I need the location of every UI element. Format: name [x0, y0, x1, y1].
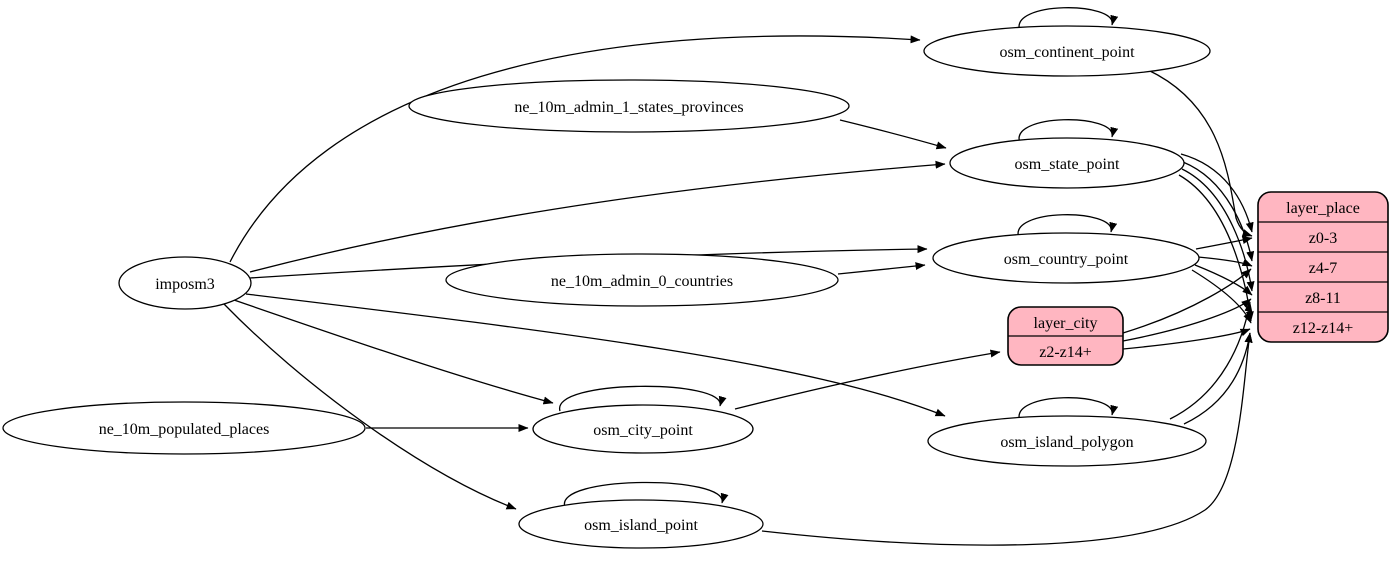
label-layer-place-z8-11: z8-11 [1305, 290, 1341, 307]
node-imposm3 [118, 256, 252, 310]
label-osm-city-point: osm_city_point [593, 422, 693, 439]
edge-layer-city-to-place-z12-z14 [1122, 328, 1251, 350]
edge-imposm3-to-osm-island-point [223, 303, 517, 510]
node-osm-city-point [532, 404, 754, 454]
node-osm-island-polygon [927, 415, 1207, 467]
edge-continent-to-place-z0-3 [1147, 69, 1253, 237]
node-osm-country-point [932, 232, 1200, 284]
self-loop-osm-continent-point [1018, 7, 1119, 32]
node-ne-10m-admin-1-states-provinces [408, 79, 850, 133]
label-layer-place-z4-7: z4-7 [1309, 260, 1337, 277]
label-osm-state-point: osm_state_point [1015, 156, 1120, 173]
label-layer-city-z2-z14: z2-z14+ [1039, 344, 1092, 361]
edge-imposm3-to-osm-continent-point [229, 35, 921, 263]
label-osm-island-point: osm_island_point [584, 517, 698, 534]
self-loop-osm-island-point [564, 481, 729, 508]
label-ne-10m-admin-0-countries: ne_10m_admin_0_countries [551, 273, 733, 290]
edge-island-polygon-to-place-z12-z14 [1183, 332, 1253, 425]
edge-island-point-to-place-z12-z14 [761, 332, 1253, 546]
record-layer-place: layer_place z0-3 z4-7 z8-11 z12-z14+ [1257, 191, 1389, 343]
label-osm-continent-point: osm_continent_point [999, 44, 1135, 61]
edge-ne-admin1-to-osm-state-point [839, 119, 947, 150]
edge-imposm3-to-osm-state-point [249, 160, 946, 273]
label-imposm3: imposm3 [155, 276, 215, 293]
record-layer-place-box [1257, 191, 1389, 343]
label-osm-country-point: osm_country_point [1004, 251, 1129, 268]
label-layer-place-z12-z14: z12-z14+ [1293, 320, 1354, 337]
label-layer-place-title: layer_place [1286, 200, 1360, 217]
edge-country-to-place-z4-7 [1197, 256, 1253, 267]
node-osm-state-point [949, 137, 1185, 189]
edge-imposm3-to-osm-city-point [233, 299, 554, 405]
node-osm-continent-point [923, 25, 1211, 77]
label-ne-10m-admin-1-states-provinces: ne_10m_admin_1_states_provinces [514, 99, 743, 116]
self-loop-osm-state-point [1018, 119, 1119, 144]
node-osm-island-point [518, 499, 764, 549]
label-layer-place-z0-3: z0-3 [1309, 230, 1337, 247]
label-ne-10m-populated-places: ne_10m_populated_places [99, 421, 270, 438]
edge-layer-city-to-place-z4-7 [1122, 268, 1252, 334]
edge-state-to-place-z4-7 [1182, 161, 1255, 262]
edge-imposm3-to-osm-island-polygon [245, 293, 946, 417]
edge-layer [223, 7, 1255, 546]
edge-ne-admin0-to-osm-country-point [837, 262, 926, 275]
self-loop-osm-island-polygon [1018, 397, 1119, 422]
edge-country-to-place-z12-z14 [1191, 269, 1252, 324]
edge-layer-city-to-place-z8-11 [1122, 298, 1252, 342]
edge-country-to-place-z0-3 [1195, 236, 1253, 250]
self-loop-osm-country-point [1017, 214, 1118, 239]
label-layer-city-title: layer_city [1034, 315, 1098, 332]
label-osm-island-polygon: osm_island_polygon [1000, 434, 1133, 451]
edge-city-to-layer-city [734, 349, 1001, 410]
edge-island-polygon-to-place-z8-11 [1169, 301, 1253, 420]
record-layer-city: layer_city z2-z14+ [1007, 306, 1124, 366]
self-loop-osm-city-point [559, 385, 727, 412]
node-ne-10m-admin-0-countries [445, 253, 839, 307]
node-ne-10m-populated-places [2, 401, 366, 455]
